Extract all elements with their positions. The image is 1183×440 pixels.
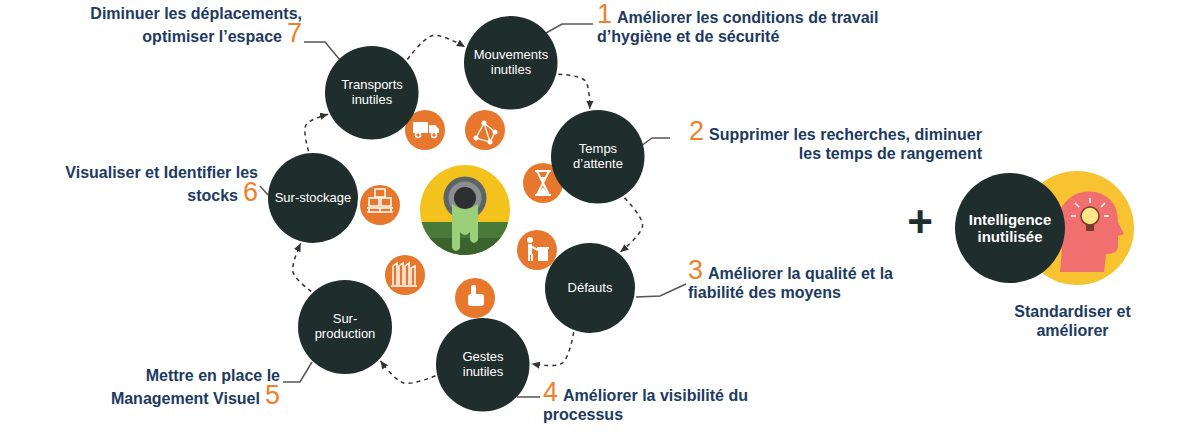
improvement-text: Améliorer la visibilité du processus	[543, 387, 748, 423]
improvement-text: Diminuer les déplacements, optimiser l’e…	[90, 5, 302, 45]
waste-name: Sur-production	[306, 312, 384, 342]
label-group: Mettre en place le Management Visuel5	[85, 366, 280, 408]
waste-name: Intelligence inutilisée	[964, 211, 1056, 246]
node-texts: Sur-stockage	[274, 191, 352, 206]
label-group: 1Améliorer les conditions de travail d’h…	[597, 4, 897, 46]
cycle-arrow	[558, 74, 589, 109]
waste-circle: Temps d’attente	[551, 110, 645, 204]
waste-circle: Gestes inutiles	[436, 318, 530, 412]
plus-sign: +	[907, 197, 933, 246]
waste-name: Mouvements inutiles	[472, 48, 550, 78]
node-texts: Gestes inutiles	[444, 350, 522, 380]
center-icon	[415, 160, 515, 262]
cycle-arrow	[380, 361, 435, 384]
node-texts: Transports inutiles	[333, 78, 411, 108]
improvement-text: Améliorer la qualité et la fiabilité des…	[688, 265, 893, 301]
improvement-text: Mettre en place le Management Visuel	[111, 367, 280, 407]
cycle-arrow	[532, 332, 574, 365]
callout-number: 5	[265, 380, 280, 410]
waste-name: Transports inutiles	[333, 78, 411, 108]
improvement-text: Standardiser et améliorer	[1014, 303, 1130, 339]
label-group: Standardiser et améliorer	[990, 302, 1155, 340]
waste-circle: Transports inutiles	[325, 46, 419, 140]
waste-name: Sur-stockage	[274, 191, 352, 206]
cycle-arrow	[305, 114, 328, 151]
cycle-arrow	[407, 35, 465, 59]
callout-number: 7	[287, 18, 302, 48]
cycle-arrow	[293, 243, 312, 291]
waste-icons	[360, 110, 563, 318]
label-group: 2Supprimer les recherches, diminuer les …	[672, 121, 982, 163]
node-texts: Temps d’attente	[559, 142, 637, 172]
improvement-text: Visualiser et Identifier les stocks	[65, 164, 258, 204]
improvement-text: Améliorer les conditions de travail d’hy…	[597, 9, 878, 45]
label-group: +	[898, 200, 942, 244]
callout-number: 2	[689, 116, 704, 146]
callout-number: 4	[543, 377, 558, 407]
label-group: 3Améliorer la qualité et la fiabilité de…	[688, 260, 938, 302]
label-group: 4Améliorer la visibilité du processus	[543, 382, 788, 424]
callout-number: 1	[597, 0, 612, 29]
label-group: Visualiser et Identifier les stocks6	[58, 163, 258, 205]
waste-name: Gestes inutiles	[444, 350, 522, 380]
callout-number: 3	[688, 255, 703, 285]
waste-circle: Mouvements inutiles	[464, 16, 558, 110]
label-group: Diminuer les déplacements, optimiser l’e…	[40, 4, 302, 46]
waste-circle: Intelligence inutilisée	[955, 173, 1065, 283]
waste-name: Défauts	[551, 281, 629, 296]
node-texts: Mouvements inutiles	[472, 48, 550, 78]
waste-circle: Sur-stockage	[268, 153, 358, 243]
improvement-text: Supprimer les recherches, diminuer les t…	[709, 126, 982, 162]
node-texts: Défauts	[551, 281, 629, 296]
cycle-arrow	[620, 198, 642, 252]
node-texts: Intelligence inutilisée	[964, 211, 1056, 246]
waste-circle: Défauts	[545, 243, 635, 333]
node-texts: Sur-production	[306, 312, 384, 342]
callout-number: 6	[243, 177, 258, 207]
waste-name: Temps d’attente	[559, 142, 637, 172]
waste-circle: Sur-production	[298, 280, 392, 374]
